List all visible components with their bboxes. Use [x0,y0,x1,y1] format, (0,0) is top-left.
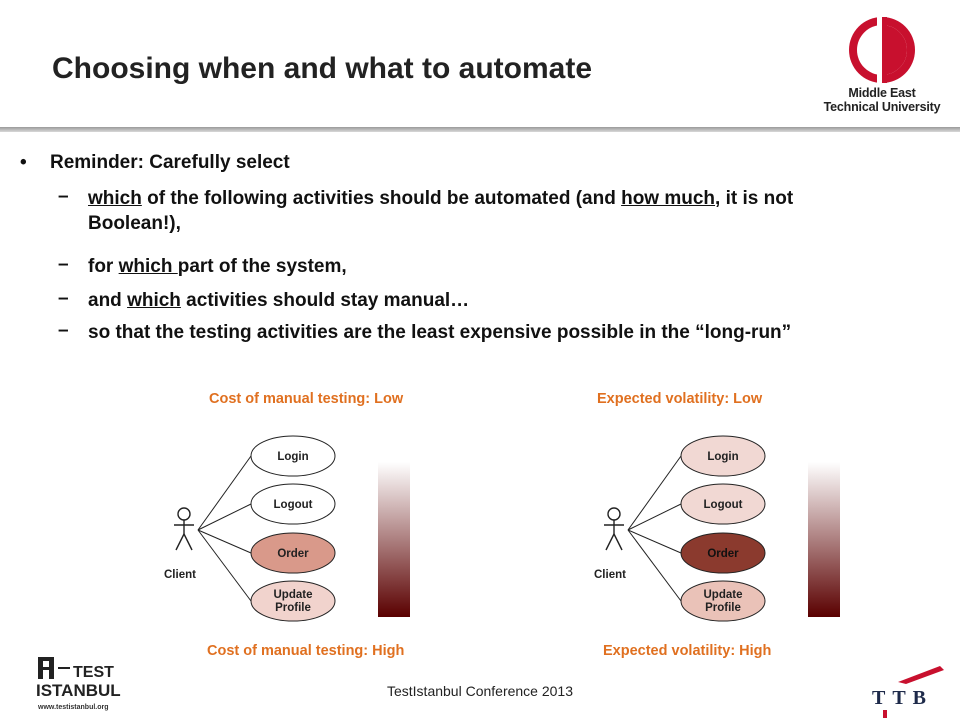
actor-leg [605,533,615,551]
use-case-ellipse [250,483,336,525]
use-case-ellipse [250,435,336,477]
association-line [197,455,252,531]
use-case-label: Profile [705,602,741,614]
association-line [197,503,252,531]
use-case-label: Logout [274,499,313,511]
actor-leg [183,533,193,551]
right-top-caption: Expected volatility: Low [597,391,763,407]
use-case-diagrams: ClientLoginLogoutOrderUpdateProfileClien… [164,435,840,622]
conference-label: TestIstanbul Conference 2013 [386,683,573,699]
actor-leg [175,533,185,551]
use-case-label: Login [707,451,738,463]
use-case-ellipse [680,435,766,477]
gradient-scale-bar [378,462,410,617]
association-line [627,503,682,531]
metu-logo [849,17,915,83]
use-case-ellipse [250,532,336,574]
right-bottom-caption: Expected volatility: High [603,643,772,659]
left-bottom-caption: Cost of manual testing: High [207,643,405,659]
lead-text: Reminder: Carefully select [50,152,290,173]
use-case-label: Logout [704,499,743,511]
logo-url: www.testistanbul.org [37,704,109,711]
left-top-caption: Cost of manual testing: Low [209,391,404,407]
association-line [627,529,682,602]
use-case-label: Order [707,548,739,560]
use-case-label: Profile [275,602,311,614]
use-case-ellipse [250,580,336,622]
gradient-scale-bar [808,462,840,617]
actor-head [177,507,191,521]
use-case-label: Update [274,589,313,601]
ttb-logo: TTB [872,666,944,718]
logo-word-istanbul: ISTANBUL [36,681,121,700]
association-line [197,529,252,554]
use-case-label: Login [277,451,308,463]
metu-logo-text: Middle East Technical University [823,86,941,114]
actor-head [607,507,621,521]
slide-title: Choosing when and what to automate [52,52,592,85]
use-case-ellipse [680,580,766,622]
actor-label: Client [594,569,626,581]
actor-leg [613,533,623,551]
association-line [197,529,252,602]
logo-word-test: TEST [73,664,114,681]
ttb-letters: TTB [872,687,933,709]
association-line [627,529,682,554]
bullet-marker: • [20,152,27,173]
testistanbul-logo: TEST ISTANBUL www.testistanbul.org [36,657,121,711]
use-case-ellipse [680,483,766,525]
actor-label: Client [164,569,196,581]
header-divider [0,127,960,132]
use-case-label: Update [704,589,743,601]
use-case-label: Order [277,548,309,560]
use-case-ellipse [680,532,766,574]
association-line [627,455,682,531]
